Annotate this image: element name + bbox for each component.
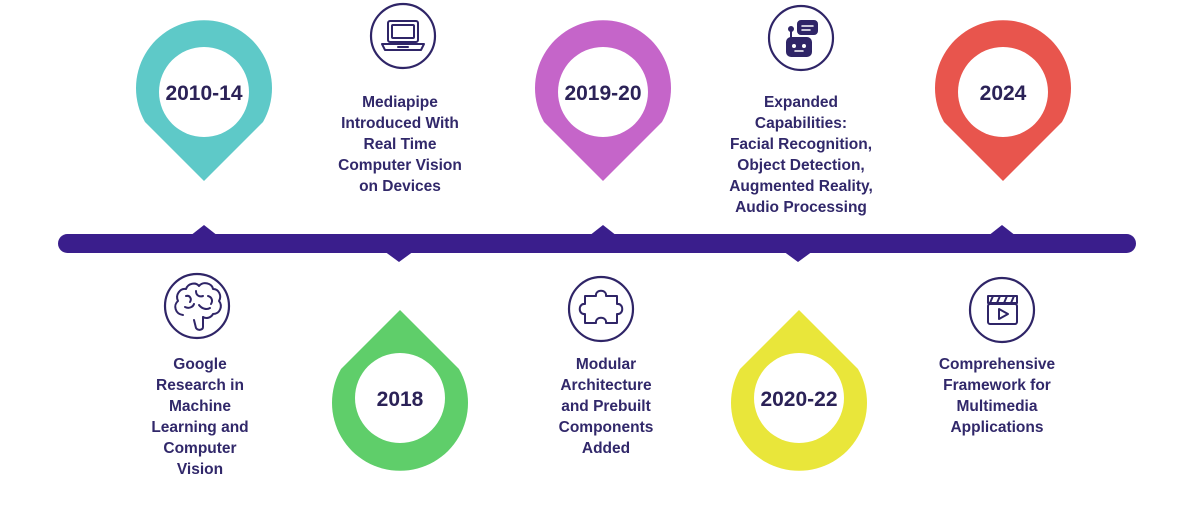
pin-hole: [754, 353, 844, 443]
timeline-marker-down: [384, 251, 414, 262]
pin-year-label: 2010-14: [165, 82, 242, 105]
pin-hole: [958, 47, 1048, 137]
timeline-marker-up: [988, 225, 1016, 236]
pin-hole: [159, 47, 249, 137]
pin-hole: [355, 353, 445, 443]
laptop-icon: [369, 2, 437, 70]
pin-2010-14: 2010-14: [136, 20, 272, 181]
timeline-marker-up: [589, 225, 617, 236]
pin-2024: 2024: [935, 20, 1071, 182]
pin-year-label: 2020-22: [760, 388, 837, 411]
pin-2019-20: 2019-20: [535, 20, 671, 182]
pin-hole: [558, 47, 648, 137]
pin-year-label: 2018: [377, 388, 424, 411]
puzzle-icon: [567, 275, 635, 343]
timeline-marker-up: [190, 225, 218, 236]
brain-icon: [163, 272, 231, 340]
pin-year-label: 2019-20: [564, 82, 641, 105]
pin-2018: 2018: [332, 310, 469, 471]
clapperboard-icon: [968, 276, 1036, 344]
timeline-marker-down: [783, 251, 813, 262]
description-2019-20: Modular Architecture and Prebuilt Compon…: [558, 356, 654, 457]
pin-2020-22: 2020-22: [730, 310, 867, 471]
description-2018: Mediapipe Introduced With Real Time Comp…: [338, 94, 462, 195]
timeline-bar: [58, 225, 1136, 262]
description-2020-22: Expanded Capabilities: Facial Recognitio…: [729, 94, 873, 216]
timeline-line: [58, 234, 1136, 253]
robot-chat-icon: [767, 4, 835, 72]
description-2010-14: Google Research in Machine Learning and …: [151, 356, 249, 478]
pin-year-label: 2024: [980, 82, 1027, 105]
description-2024: Comprehensive Framework for Multimedia A…: [938, 356, 1056, 436]
